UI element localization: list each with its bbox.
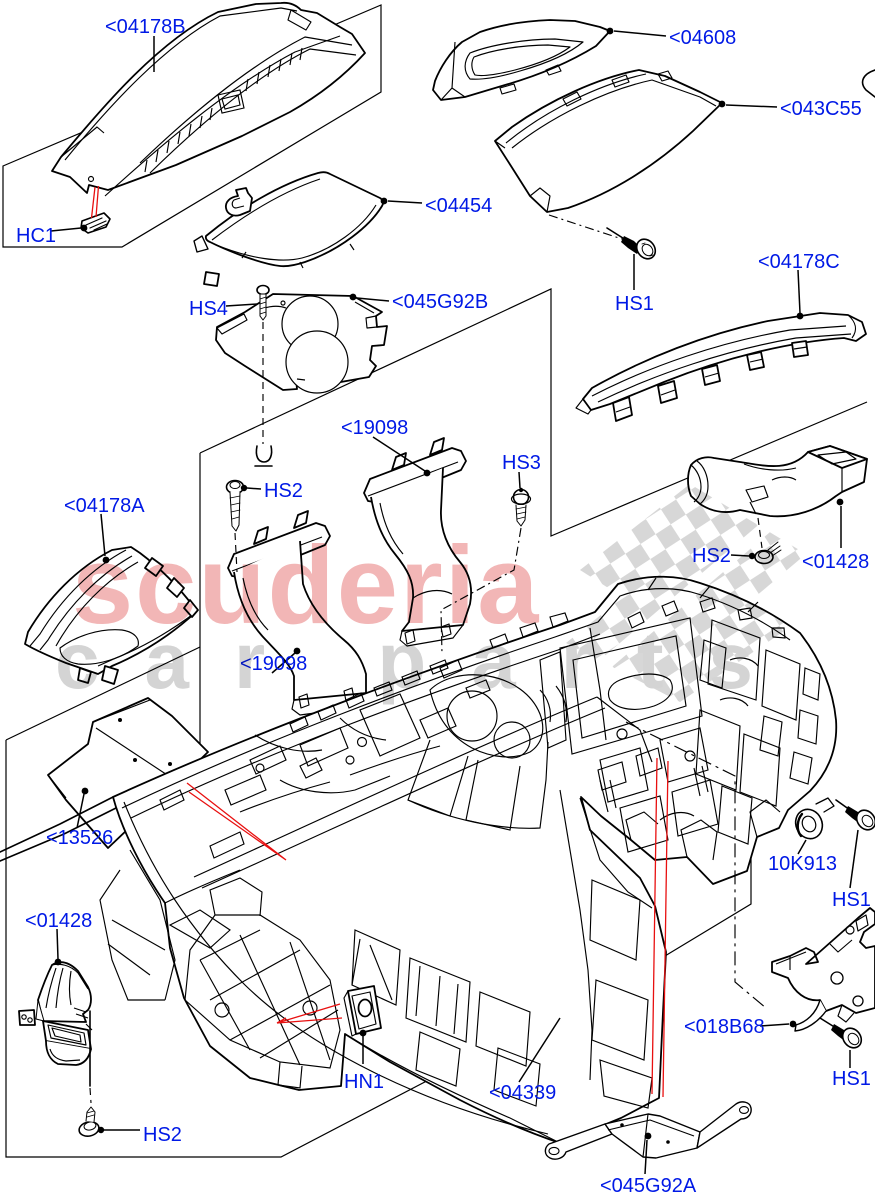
- svg-text:car parts: car parts: [55, 616, 798, 705]
- svg-text:HS1: HS1: [832, 889, 871, 911]
- svg-text:<043C55: <043C55: [780, 98, 862, 120]
- svg-text:<04454: <04454: [425, 195, 492, 217]
- svg-text:<04178A: <04178A: [64, 495, 145, 517]
- svg-text:<04178B: <04178B: [105, 16, 186, 38]
- svg-text:HN1: HN1: [344, 1071, 384, 1093]
- svg-text:<045G92B: <045G92B: [392, 291, 488, 313]
- svg-text:HS1: HS1: [615, 293, 654, 315]
- svg-text:<19098: <19098: [341, 417, 408, 439]
- svg-text:<018B68: <018B68: [684, 1016, 765, 1038]
- svg-text:<04178C: <04178C: [758, 251, 840, 273]
- svg-text:HS2: HS2: [264, 480, 303, 502]
- svg-text:<01428: <01428: [802, 551, 869, 573]
- svg-text:<045G92A: <045G92A: [600, 1175, 697, 1197]
- svg-text:<01428: <01428: [25, 910, 92, 932]
- svg-text:HC1: HC1: [16, 225, 56, 247]
- svg-text:<04339: <04339: [489, 1082, 556, 1104]
- svg-text:scuderia: scuderia: [72, 524, 540, 647]
- svg-text:HS4: HS4: [189, 298, 228, 320]
- svg-text:HS2: HS2: [143, 1124, 182, 1146]
- svg-text:<19098: <19098: [240, 653, 307, 675]
- svg-text:10K913: 10K913: [768, 853, 837, 875]
- svg-text:<04608: <04608: [669, 27, 736, 49]
- svg-text:HS3: HS3: [502, 452, 541, 474]
- svg-text:<13526: <13526: [46, 827, 113, 849]
- svg-text:HS1: HS1: [832, 1068, 871, 1090]
